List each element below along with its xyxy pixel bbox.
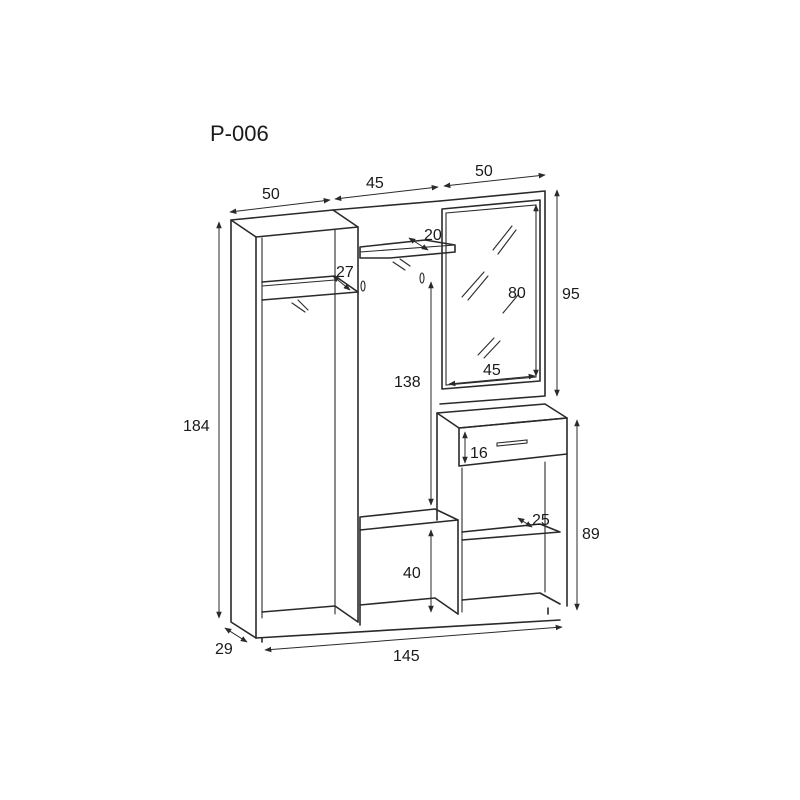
- dim-hanging-height: 138: [394, 374, 421, 391]
- dim-mid-width: 45: [366, 175, 384, 192]
- left-wardrobe: [230, 209, 359, 643]
- dimension-lines: [216, 172, 580, 653]
- dim-shelf-depth: 20: [424, 227, 442, 244]
- dim-drawer-height: 16: [470, 445, 488, 462]
- dim-bottom-compartment-height: 40: [403, 565, 421, 582]
- dim-depth: 29: [215, 641, 233, 658]
- dim-mirror-total-height: 95: [562, 286, 580, 303]
- dim-total-width: 145: [393, 648, 420, 665]
- dim-mirror-width: 45: [483, 362, 501, 379]
- dim-right-width: 50: [475, 163, 493, 180]
- right-cabinet: [436, 403, 568, 615]
- dim-mirror-height: 80: [508, 285, 526, 302]
- mirror-panel: [439, 190, 546, 405]
- product-code: P-006: [210, 121, 269, 146]
- dim-left-width: 50: [262, 186, 280, 203]
- dim-lower-right-height: 89: [582, 526, 600, 543]
- dim-right-shelf-depth: 25: [532, 512, 550, 529]
- dim-total-height: 184: [183, 418, 210, 435]
- dim-rail-offset: 27: [336, 264, 354, 281]
